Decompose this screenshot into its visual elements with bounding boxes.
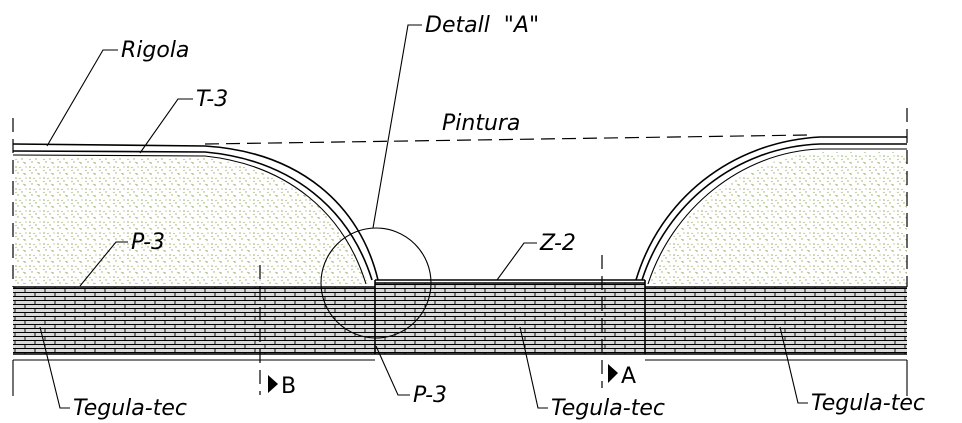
t3-curb-right-inner [647, 148, 907, 285]
leader-t3 [139, 98, 193, 154]
leader-rigola [46, 49, 118, 147]
label-detall-a: Detall "A" [425, 13, 539, 38]
t3-curb-right-outer [641, 143, 907, 281]
edge-line-left-bottom [12, 359, 375, 396]
leader-tegula-mid [519, 326, 548, 409]
rigola-curb-right [635, 136, 907, 281]
leader-tegula-left [39, 326, 70, 409]
section-a-arrow [608, 364, 618, 383]
detail-a-circle [320, 227, 432, 339]
section-b-arrow [268, 375, 278, 393]
leader-z2 [496, 242, 537, 281]
leader-tegula-right [779, 326, 808, 404]
grass-area-left [13, 158, 368, 284]
leader-detall [372, 24, 422, 229]
pintura-line [204, 134, 809, 145]
leader-p3-bottom [375, 345, 410, 396]
label-pintura: Pintura [442, 111, 520, 136]
section-a-label: A [621, 364, 636, 389]
brick-outline [13, 280, 907, 355]
label-z2: Z-2 [539, 231, 576, 256]
brick-layer-right [645, 287, 907, 354]
z2-slab [375, 279, 645, 284]
label-rigola: Rigola [121, 38, 189, 63]
t3-curb-left-inner [12, 154, 367, 285]
label-tegula-tec-middle: Tegula-tec [551, 396, 665, 421]
rigola-curb-left [12, 143, 379, 281]
label-tegula-tec-right: Tegula-tec [811, 391, 925, 416]
t3-curb-left-outer [12, 150, 373, 281]
label-p3-left: P-3 [131, 230, 165, 255]
label-t3: T-3 [196, 87, 228, 112]
label-p3-bottom: P-3 [413, 383, 447, 408]
brick-layer-left [13, 287, 375, 354]
leader-p3-left [79, 241, 128, 287]
edge-line-right-bottom [645, 359, 908, 396]
grass-area-right [650, 152, 907, 284]
section-b-label: B [281, 374, 296, 399]
brick-layer-middle [375, 283, 645, 354]
label-tegula-tec-left: Tegula-tec [73, 396, 187, 421]
